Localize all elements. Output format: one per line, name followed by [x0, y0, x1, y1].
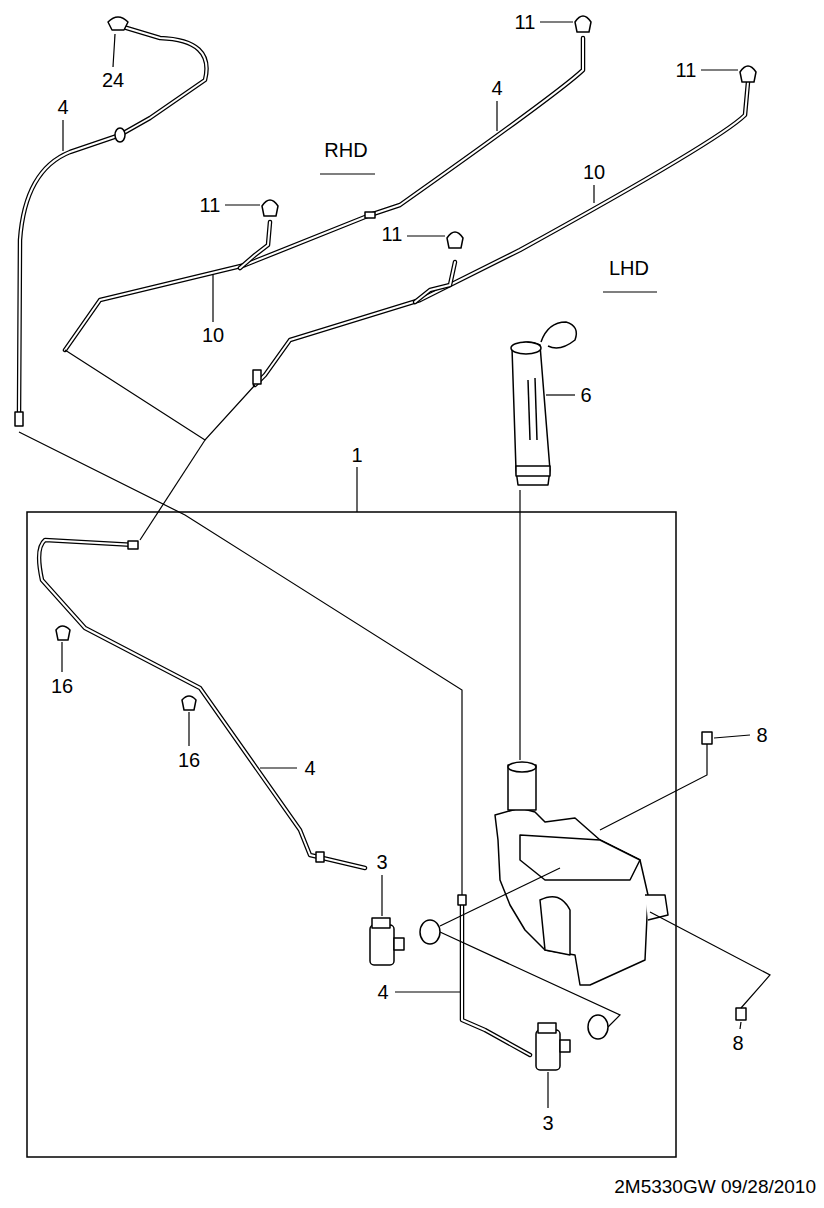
callout-number: 8 — [730, 1032, 745, 1054]
callout-number: 16 — [176, 749, 202, 771]
callout-number: 11 — [380, 223, 405, 245]
callout-number: 11 — [674, 59, 699, 81]
callout-number: 16 — [49, 675, 75, 697]
callout-number: 6 — [578, 384, 593, 406]
callout-number: 11 — [513, 11, 538, 33]
callout-number: 3 — [374, 851, 389, 873]
callout-number: 4 — [489, 77, 504, 99]
callout-number: 8 — [754, 724, 769, 746]
callout-number: 24 — [100, 69, 126, 91]
variant-label: RHD — [322, 139, 369, 161]
callout-number: 3 — [540, 1112, 555, 1134]
callout-number: 10 — [200, 324, 226, 346]
callout-number: 4 — [302, 757, 317, 779]
callout-number: 10 — [581, 161, 607, 183]
variant-label: LHD — [607, 257, 651, 279]
callout-number: 4 — [55, 96, 70, 118]
callout-number: 1 — [349, 444, 364, 466]
drawing-number: 2M5330GW 09/28/2010 — [614, 1176, 816, 1198]
callout-number: 11 — [198, 194, 223, 216]
callout-number: 4 — [375, 981, 390, 1003]
